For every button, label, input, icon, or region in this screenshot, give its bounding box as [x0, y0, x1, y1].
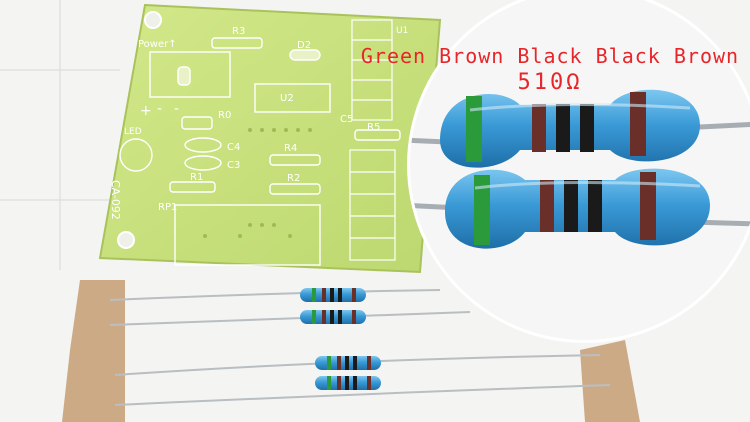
label-r2: R2: [287, 173, 300, 184]
label-r0: R0: [218, 110, 231, 121]
label-led: LED: [124, 127, 142, 137]
label-power: Power↑: [138, 39, 177, 50]
label-c5: C5: [340, 114, 353, 125]
board-id: CA-092: [109, 180, 122, 220]
resistor-pair-bottom: [114, 354, 611, 406]
label-u2: U2: [280, 93, 294, 104]
resistor-magnified: [440, 89, 700, 168]
resistor-pair-top: [109, 288, 471, 326]
resistor-small: [315, 356, 381, 370]
label-rp1: RP1: [158, 202, 177, 213]
label-c4: C4: [227, 142, 240, 153]
color-code-label: Green Brown Black Black Brown: [360, 44, 740, 68]
tape-strip-right: [580, 340, 640, 422]
resistor-small: [300, 310, 366, 324]
label-r3: R3: [232, 26, 245, 37]
mounting-hole: [117, 231, 135, 249]
label-r1: R1: [190, 172, 203, 183]
resistor-small: [300, 288, 366, 302]
polarity-mark: +: [140, 103, 152, 119]
resistor-small: [315, 376, 381, 390]
resistance-value: 510Ω: [517, 70, 583, 95]
resistor-magnified: [445, 168, 710, 249]
polarity-mark: -: [157, 101, 162, 117]
mounting-hole: [144, 11, 162, 29]
label-r4: R4: [284, 143, 297, 154]
paper-grid: [0, 0, 120, 270]
polarity-mark: -: [174, 101, 179, 117]
label-u1: U1: [396, 26, 408, 36]
tape-strip-left: [62, 280, 125, 422]
pcb-board: Power↑ R3 D2 U1 U2 R0 C5 R5 C4 C3 R4 R1 …: [98, 3, 442, 274]
label-d2: D2: [297, 40, 311, 51]
label-r5: R5: [367, 122, 380, 133]
label-c3: C3: [227, 160, 240, 171]
zoom-lens: [407, 0, 750, 343]
